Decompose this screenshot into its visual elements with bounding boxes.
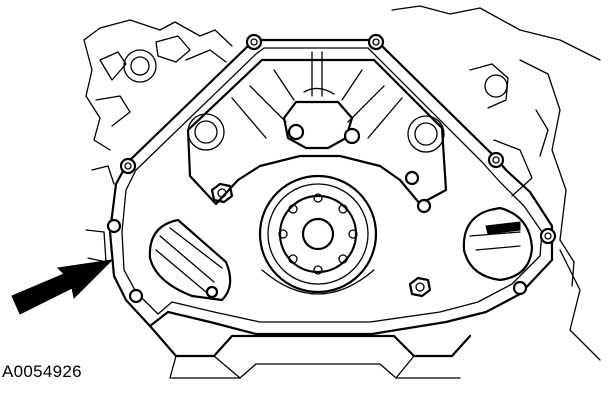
right-access-cover	[462, 206, 534, 282]
figure-id-label: A0054926	[2, 362, 82, 381]
left-access-cover	[148, 218, 232, 302]
perimeter-bolts	[106, 33, 557, 304]
arrow-icon	[11, 259, 114, 315]
rear-plate-outline	[108, 38, 554, 336]
hex-nuts	[210, 182, 432, 298]
engine-block-right-background	[391, 5, 601, 361]
oil-pan-rail	[148, 324, 472, 379]
upper-window	[186, 51, 448, 206]
engine-block-left-background	[83, 19, 233, 263]
crankshaft-flange	[258, 174, 378, 295]
